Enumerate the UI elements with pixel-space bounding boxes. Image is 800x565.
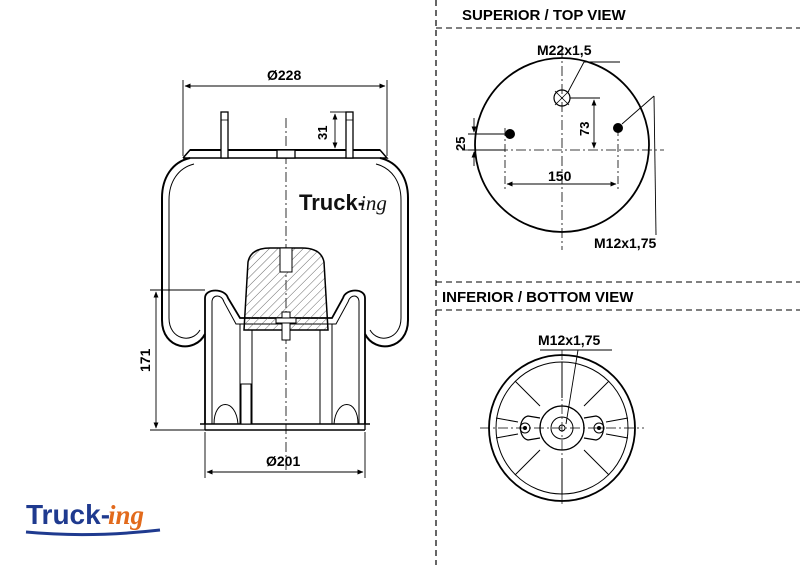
svg-text:ing: ing [108,500,144,530]
svg-text:Truck-: Truck- [299,190,365,215]
side-view [161,111,409,472]
bottom-view-title: INFERIOR / BOTTOM VIEW [442,289,634,306]
offset-25-label: 25 [453,137,468,151]
svg-text:Truck-: Truck- [26,499,110,530]
height-label: 171 [137,348,153,372]
bottom-view [480,349,644,506]
bottom-diameter-label: Ø201 [266,453,300,469]
bellow-logo: Truck- ing [299,190,387,215]
bottom-thread-label: M12x1,75 [538,332,600,348]
center-thread-label: M22x1,5 [537,42,592,58]
stud-thread-label: M12x1,75 [594,235,656,251]
svg-text:ing: ing [360,191,387,215]
logo-underline [25,528,161,537]
top-view [462,48,664,250]
top-diameter-label: Ø228 [267,67,301,83]
offset-73-label: 73 [577,122,592,136]
brand-logo: Truck- ing [25,499,161,537]
top-view-title: SUPERIOR / TOP VIEW [462,7,626,24]
top-view-dimensions [468,61,657,236]
stud-height-label: 31 [315,126,330,140]
stud-spacing-label: 150 [548,168,572,184]
side-view-dimensions [150,80,388,478]
